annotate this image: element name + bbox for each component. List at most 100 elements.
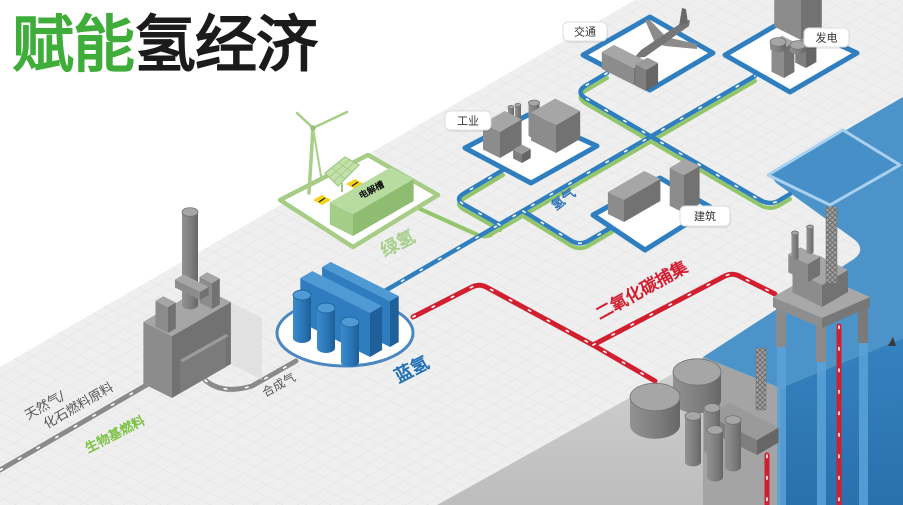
label-power: 发电	[803, 27, 850, 49]
factory-hall	[531, 98, 581, 153]
left-face	[601, 51, 634, 85]
left-face	[155, 300, 168, 333]
label-text: 发电	[816, 31, 838, 45]
left-face	[329, 202, 353, 236]
cylinder-top	[706, 425, 724, 435]
top-face	[300, 271, 383, 313]
factory-annex	[513, 144, 531, 163]
right-face	[212, 278, 220, 309]
power-arrow-icon	[318, 197, 326, 203]
cylinder-body	[293, 295, 311, 343]
right-face	[624, 179, 661, 222]
left-face	[513, 149, 522, 163]
cylinder-body	[806, 227, 814, 254]
feedstock-pipe	[0, 380, 153, 473]
airplane-icon	[634, 8, 697, 58]
turbine-blade	[295, 111, 315, 130]
storage-column	[684, 411, 702, 467]
cylinder-top	[528, 99, 540, 107]
turbine-tower	[307, 126, 315, 195]
cylinder-top	[791, 230, 799, 236]
label-box	[444, 110, 492, 131]
cylinder-top	[629, 382, 681, 412]
truck-cab	[635, 57, 659, 91]
blue-plant-tank	[292, 289, 312, 343]
right-face	[370, 306, 383, 357]
power-plant-cooling-top	[769, 37, 787, 53]
green-pipe-industry	[457, 173, 505, 232]
building-icon	[607, 158, 700, 222]
label-text: 交通	[574, 25, 596, 39]
right-face	[684, 166, 700, 213]
pipelines	[0, 70, 842, 505]
right-face	[353, 179, 414, 236]
top-face	[513, 144, 531, 154]
plant-panel-edge	[180, 334, 229, 362]
label-industry: 工业	[444, 110, 492, 132]
cylinder-body	[341, 322, 359, 367]
cylinder-top	[806, 224, 814, 230]
lattice-tower	[755, 347, 767, 411]
co2-pipe-to-platform	[590, 271, 778, 348]
label-transport: 交通	[562, 21, 608, 43]
cylinder-top	[703, 403, 721, 413]
platform-leg	[858, 303, 868, 343]
renewable-power	[295, 110, 364, 205]
cylinder-top	[769, 37, 787, 47]
left-face	[143, 321, 172, 398]
factory-icon	[483, 98, 581, 163]
right-face	[757, 427, 779, 455]
co2-storage-tanks	[629, 347, 779, 482]
left-face	[788, 254, 808, 282]
cylinder-top	[181, 207, 199, 217]
offshore-platform	[773, 206, 870, 362]
label-text: 建筑	[694, 209, 716, 223]
cylinder-top	[507, 104, 515, 110]
top-face	[199, 272, 220, 283]
hydrogen-pipelines	[380, 70, 793, 295]
flow-arrows	[0, 382, 151, 471]
top-face	[669, 158, 700, 175]
airplane-tail	[679, 8, 688, 26]
flow-arrows	[412, 284, 656, 382]
flow-arrows	[458, 169, 504, 226]
solar-panel-icon	[324, 156, 360, 192]
electrolyzer-unit	[329, 167, 414, 236]
power-arrow-icon	[351, 181, 359, 187]
deck-front-face	[773, 297, 822, 328]
label-box	[562, 21, 608, 42]
offshore-zone	[766, 128, 902, 207]
blue-hydrogen-plant	[292, 262, 399, 367]
cylinder-body	[317, 308, 335, 353]
platform-stack	[806, 224, 814, 254]
right-face	[168, 302, 176, 333]
cylinder-top	[724, 415, 742, 425]
platform-leg	[776, 303, 786, 347]
cylinder-top	[684, 411, 702, 421]
right-face	[808, 257, 821, 282]
flow-arrows	[382, 75, 756, 293]
top-face	[483, 111, 522, 132]
right-face	[390, 296, 399, 347]
office-building-tall	[669, 158, 700, 213]
airplane-fuselage	[634, 20, 690, 58]
flow-arrows	[522, 210, 613, 245]
page-title: 赋能氢经济	[12, 6, 318, 84]
cylinder-top	[316, 302, 336, 314]
platform-leg-underwater	[817, 360, 826, 505]
green-pipe-trunk	[486, 79, 757, 238]
title-rest: 氢经济	[134, 8, 318, 81]
co2-pipeline	[410, 271, 842, 505]
left-face	[635, 64, 646, 91]
plant-shadow	[231, 302, 262, 380]
right-face	[522, 149, 531, 163]
right-face	[806, 42, 817, 68]
top-face	[175, 274, 209, 292]
left-face	[483, 123, 500, 158]
syngas-pipe	[202, 358, 299, 392]
top-face	[155, 296, 176, 307]
top-face	[601, 44, 647, 68]
title-highlight: 赋能	[12, 8, 135, 81]
solar-panel-cells	[329, 159, 355, 182]
shark-fin-icon	[888, 337, 896, 346]
